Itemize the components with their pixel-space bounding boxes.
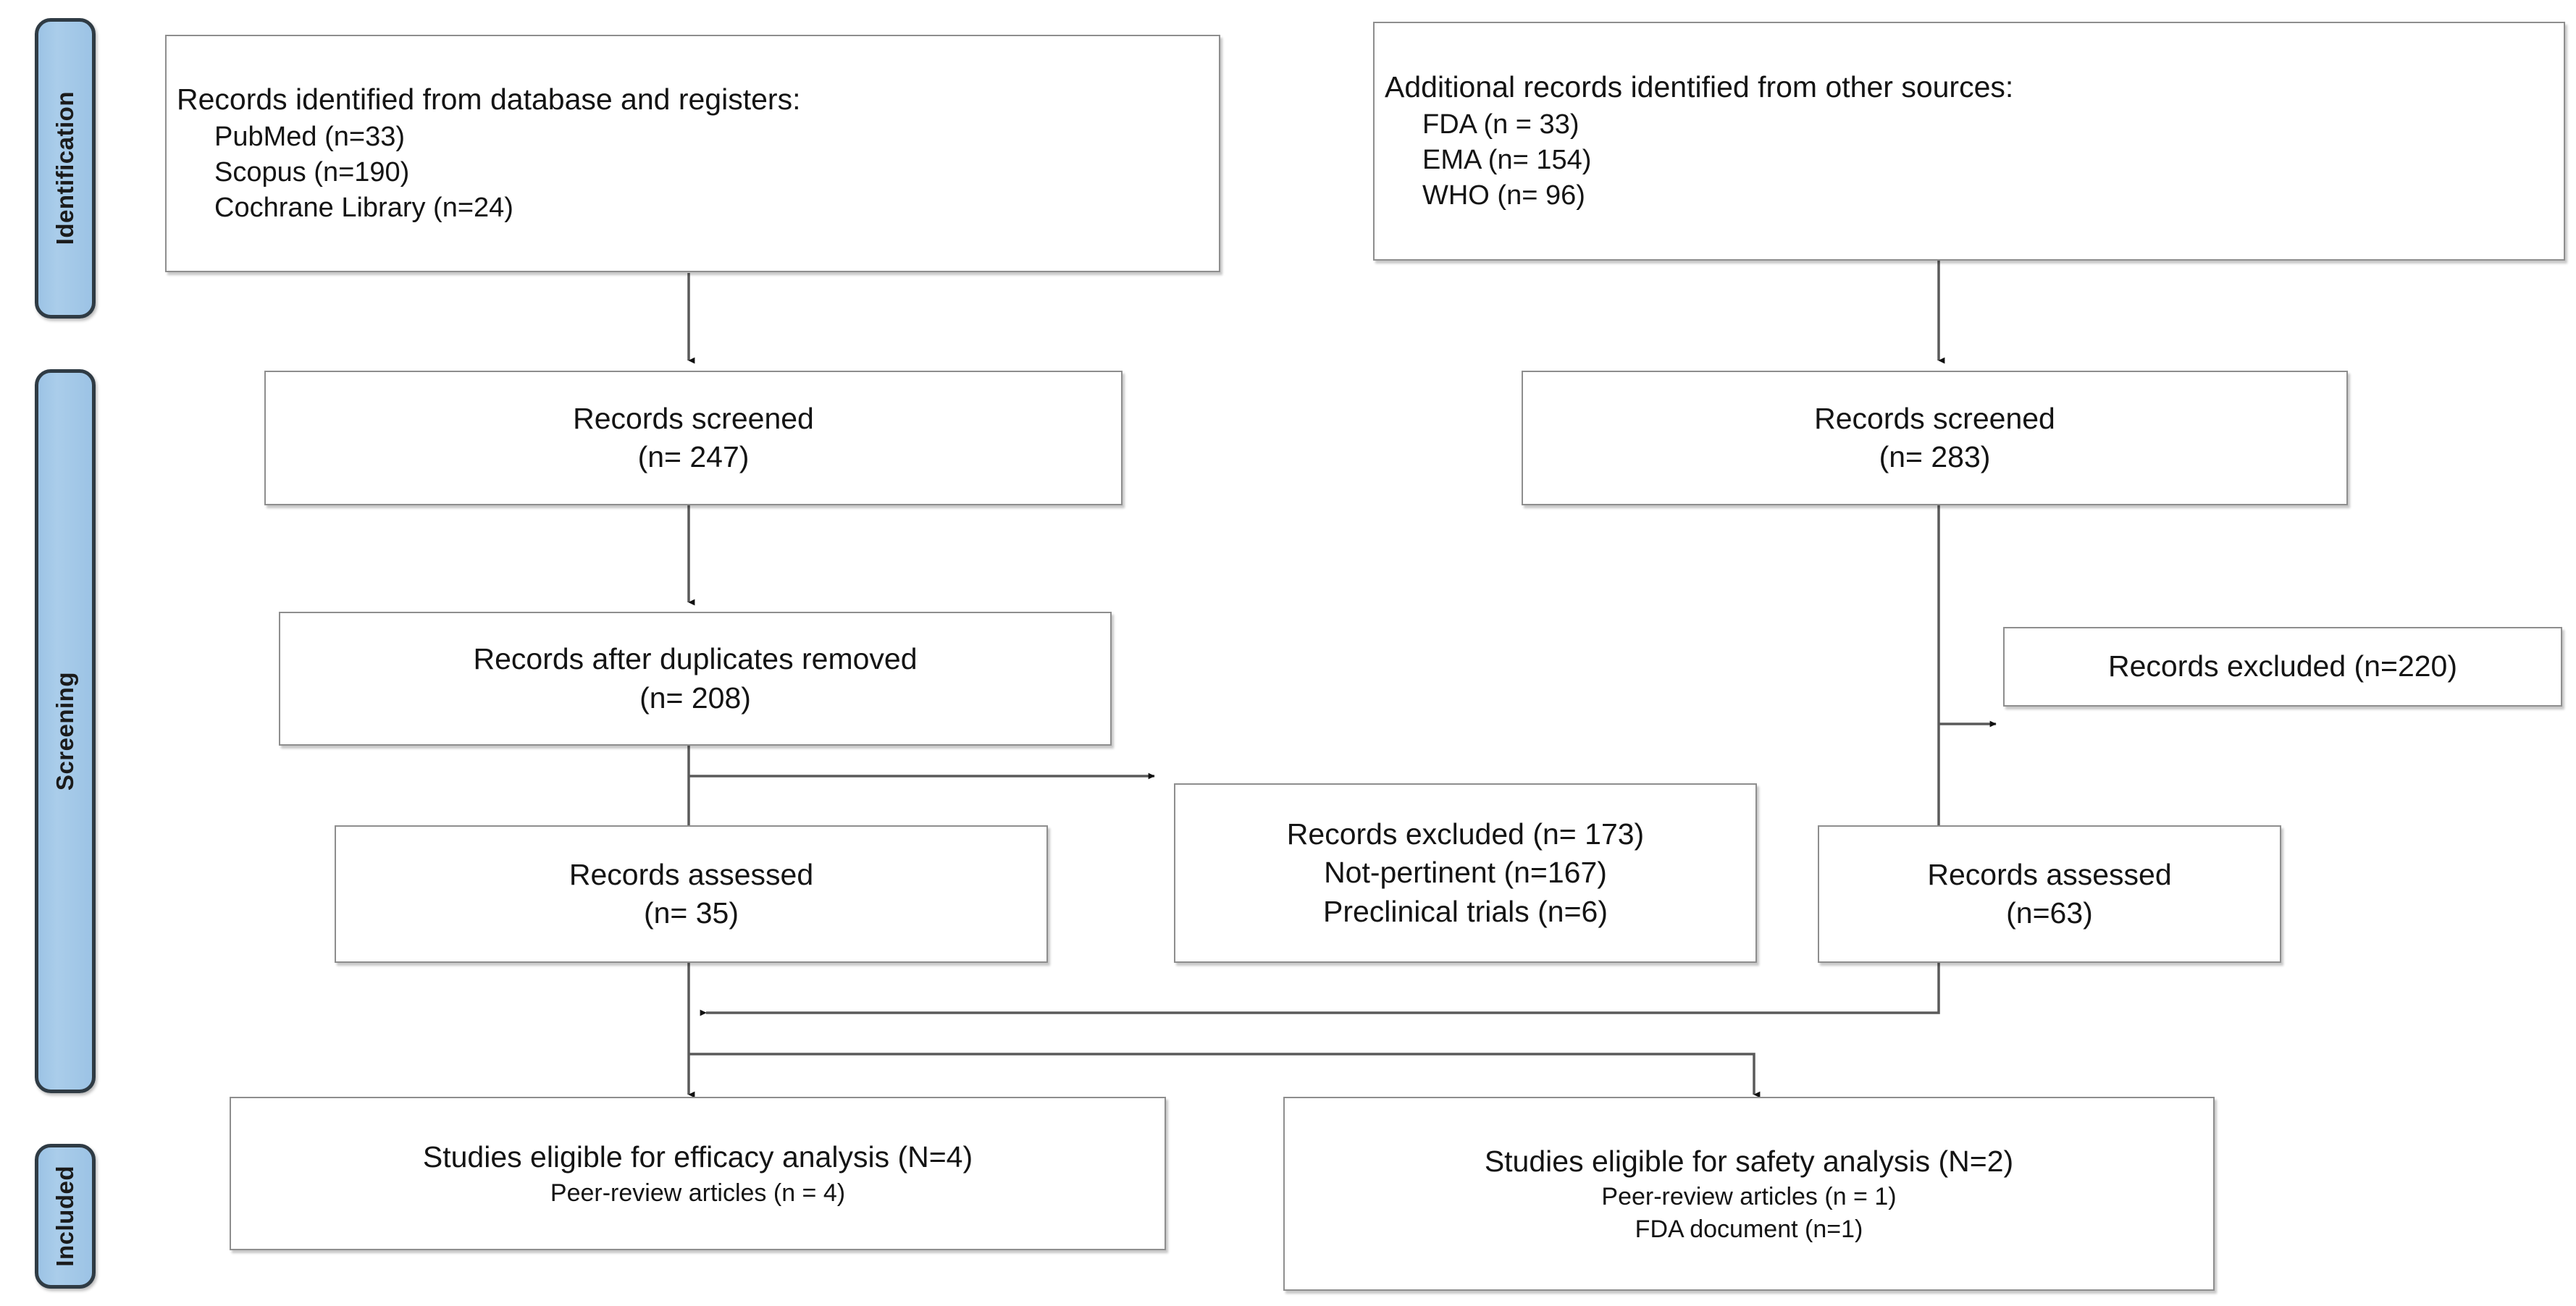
source-cochrane: Cochrane Library (n=24) (214, 193, 513, 224)
box-label: Records assessed (1927, 857, 2172, 891)
efficacy-peer-review-articles: Peer-review articles (n = 4) (550, 1179, 846, 1207)
reason-not-pertinent: Not-pertinent (n=167) (1324, 856, 1607, 890)
box-records-after-duplicates-removed: Records after duplicates removed (n= 208… (279, 612, 1112, 746)
safety-peer-review-articles: Peer-review articles (n = 1) (1601, 1183, 1897, 1211)
stage-pill-screening: Screening (35, 369, 96, 1093)
box-label: Records excluded (n= 173) (1286, 817, 1645, 851)
box-label: Studies eligible for safety analysis (N=… (1484, 1145, 2014, 1179)
box-records-assessed-right: Records assessed (n=63) (1818, 825, 2281, 963)
safety-fda-document: FDA document (n=1) (1635, 1215, 1863, 1243)
box-count: (n=63) (2006, 896, 2093, 930)
stage-label-screening: Screening (51, 671, 78, 791)
stage-pill-identification: Identification (35, 18, 96, 319)
box-studies-eligible-efficacy: Studies eligible for efficacy analysis (… (230, 1097, 1166, 1250)
box-records-screened-left: Records screened (n= 247) (264, 371, 1123, 505)
box-label: Records after duplicates removed (473, 642, 918, 676)
box-count: (n= 283) (1879, 440, 1991, 473)
box-label: Records screened (1814, 401, 2055, 435)
box-label: Records excluded (n=220) (2107, 649, 2458, 683)
source-ema: EMA (n= 154) (1422, 144, 1592, 175)
box-count: (n= 208) (639, 681, 751, 715)
source-scopus: Scopus (n=190) (214, 156, 410, 188)
edge-stem-to-safety (689, 1053, 1761, 1098)
box-label: Records assessed (569, 857, 814, 891)
source-fda: FDA (n = 33) (1422, 109, 1579, 140)
box-records-identified-other-sources: Additional records identified from other… (1373, 22, 2565, 261)
stage-label-included: Included (51, 1166, 78, 1267)
source-pubmed: PubMed (n=33) (214, 121, 405, 152)
box-label: Records screened (573, 401, 814, 435)
stage-label-identification: Identification (51, 91, 78, 245)
box-title: Additional records identified from other… (1385, 70, 2014, 104)
box-records-excluded-right: Records excluded (n=220) (2003, 627, 2562, 707)
box-count: (n= 35) (643, 896, 739, 930)
box-count: (n= 247) (637, 440, 750, 473)
stage-pill-included: Included (35, 1144, 96, 1289)
box-records-excluded-middle: Records excluded (n= 173) Not-pertinent … (1174, 783, 1757, 963)
box-title: Records identified from database and reg… (177, 83, 801, 117)
box-records-screened-right: Records screened (n= 283) (1522, 371, 2348, 505)
edge-assessed-right-to-efficacy (700, 961, 1940, 1016)
box-records-identified-database: Records identified from database and reg… (165, 35, 1220, 272)
box-studies-eligible-safety: Studies eligible for safety analysis (N=… (1283, 1097, 2215, 1291)
reason-preclinical-trials: Preclinical trials (n=6) (1322, 894, 1608, 928)
box-records-assessed-left: Records assessed (n= 35) (335, 825, 1048, 963)
box-label: Studies eligible for efficacy analysis (… (422, 1140, 973, 1174)
source-who: WHO (n= 96) (1422, 180, 1585, 211)
